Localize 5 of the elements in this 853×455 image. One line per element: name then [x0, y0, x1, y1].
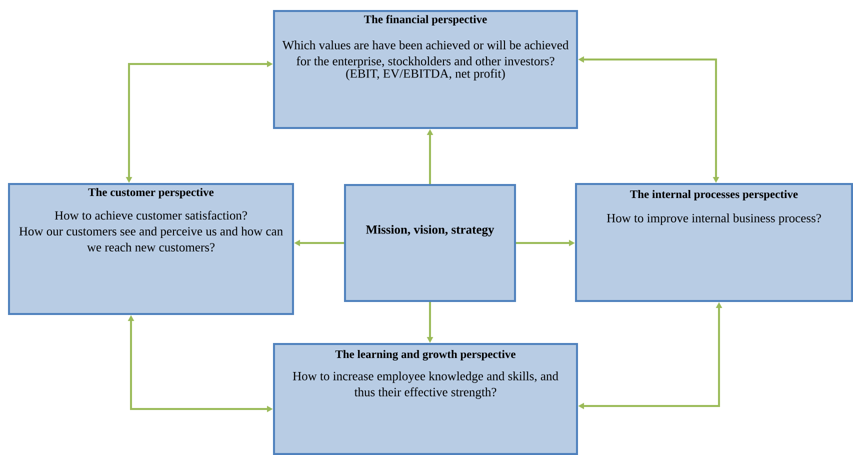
perspective-box: Mission, vision, strategy: [344, 184, 516, 302]
perspective-box: The financial perspective Which values are have been achieved or will be achieved for the enterprise, stockholders and other investors? (EBIT, EV/EBITDA, net profit): [273, 10, 578, 129]
perspective-box: The learning and growth perspective How to increase employee knowledge and skills, and thus their effective strength?: [273, 343, 578, 455]
perspective-box: The customer perspective How to achieve customer satisfaction? How our customers see and perceive us and how can we reach new customers?: [8, 183, 294, 315]
perspective-box: The internal processes perspective How to improve internal business process?: [575, 183, 853, 302]
